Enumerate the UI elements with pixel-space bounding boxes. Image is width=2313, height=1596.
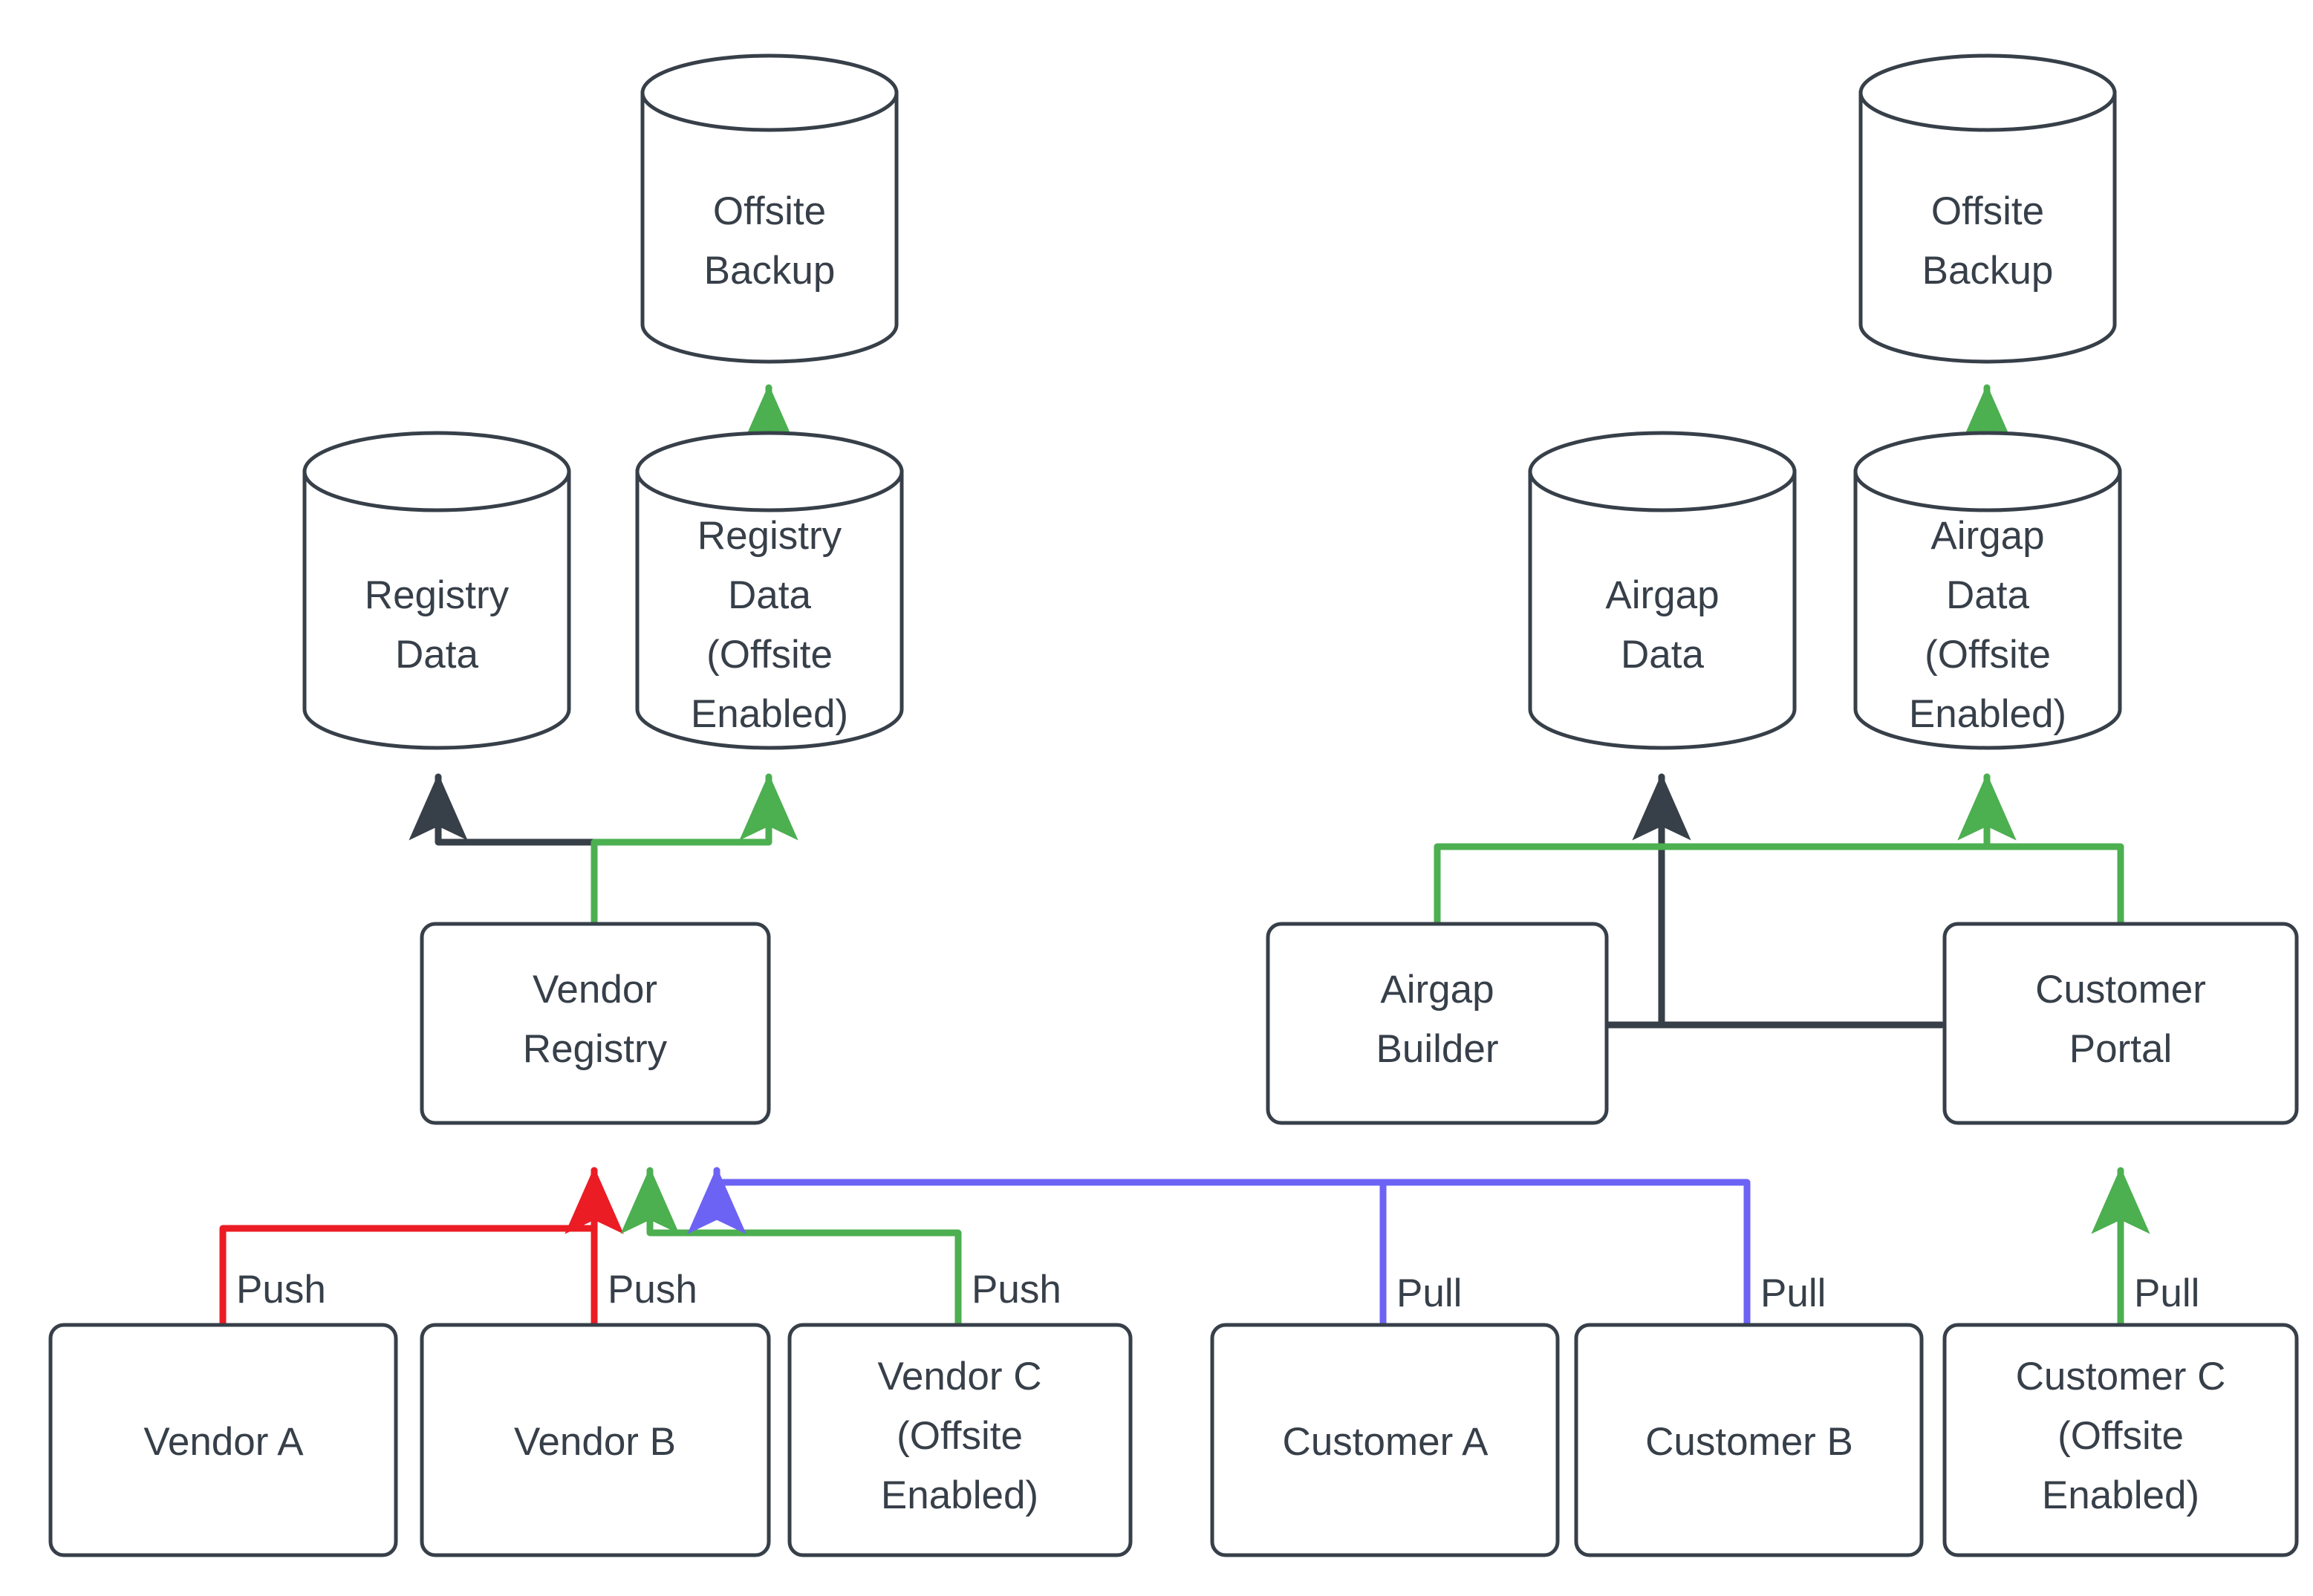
node-label: Data (395, 633, 478, 677)
edge-airgap-builder-to-airgap-data-offsite (1434, 773, 2017, 928)
edge-label-vendor-c-push: Push (972, 1268, 1061, 1312)
node-customer-a[interactable]: Customer A (1210, 1323, 1560, 1557)
edge-label-customer-c-pull: Pull (2134, 1271, 2199, 1315)
edge-label-vendor-a-push: Push (236, 1268, 326, 1312)
node-label: (Offsite (897, 1414, 1023, 1458)
node-label: Vendor (533, 968, 657, 1012)
edge-label-customer-a-pull: Pull (1396, 1271, 1462, 1315)
node-label: Builder (1376, 1027, 1499, 1071)
node-label: Data (1946, 573, 2029, 617)
node-registry-data[interactable]: Registry Data (302, 431, 571, 750)
node-vendor-b[interactable]: Vendor B (420, 1323, 771, 1557)
node-customer-portal[interactable]: Customer Portal (1942, 922, 2299, 1125)
node-offsite-backup-left[interactable]: Offsite Backup (640, 53, 899, 364)
node-label: Offsite (713, 189, 826, 233)
node-label: Backup (704, 249, 836, 293)
node-label: Vendor C (878, 1355, 1042, 1398)
node-label: Enabled) (881, 1473, 1038, 1517)
edge-customer-portal-to-airgap-data-offsite (1957, 773, 2124, 928)
node-label: Enabled) (691, 692, 848, 736)
node-vendor-registry[interactable]: Vendor Registry (420, 922, 771, 1125)
node-customer-c[interactable]: Customer C (Offsite Enabled) (1942, 1323, 2299, 1557)
node-label: Airgap (1605, 573, 1719, 617)
node-vendor-a[interactable]: Vendor A (48, 1323, 398, 1557)
node-label: Registry (365, 573, 510, 617)
node-label: Vendor B (514, 1420, 676, 1464)
edge-customer-b-to-vendor-registry (687, 1167, 1751, 1329)
node-label: Customer B (1645, 1420, 1853, 1464)
node-customer-b[interactable]: Customer B (1574, 1323, 1924, 1557)
node-label: Data (1621, 633, 1704, 677)
node-label: (Offsite (1925, 633, 2051, 677)
node-label: Customer C (2016, 1355, 2226, 1398)
node-label: Enabled) (2042, 1473, 2199, 1517)
node-label: (Offsite (2057, 1414, 2184, 1458)
node-label: Enabled) (1909, 692, 2066, 736)
edge-label-customer-b-pull: Pull (1760, 1271, 1826, 1315)
node-label: Customer A (1283, 1420, 1489, 1464)
node-airgap-data[interactable]: Airgap Data (1528, 431, 1797, 750)
node-airgap-data-offsite[interactable]: Airgap Data (Offsite Enabled) (1853, 431, 2122, 750)
edge-vendor-registry-to-registry-data-offsite (591, 773, 798, 928)
node-label: (Offsite (706, 633, 833, 677)
node-airgap-builder[interactable]: Airgap Builder (1266, 922, 1609, 1125)
node-vendor-c[interactable]: Vendor C (Offsite Enabled) (787, 1323, 1133, 1557)
node-offsite-backup-right[interactable]: Offsite Backup (1858, 53, 2117, 364)
node-label: Vendor A (143, 1420, 304, 1464)
node-label: Data (728, 573, 811, 617)
node-label: Backup (1922, 249, 2054, 293)
node-label: Airgap (1380, 968, 1494, 1012)
edge-vendor-registry-to-registry-data (409, 773, 598, 928)
edge-vendor-c-to-vendor-registry (620, 1167, 962, 1329)
node-registry-data-offsite[interactable]: Registry Data (Offsite Enabled) (635, 431, 904, 750)
node-label: Airgap (1930, 514, 2044, 558)
edge-customer-portal-to-airgap-data (1632, 773, 1945, 1029)
node-label: Registry (523, 1027, 668, 1071)
node-label: Portal (2069, 1027, 2172, 1071)
node-label: Registry (697, 514, 842, 558)
node-label: Customer (2035, 968, 2206, 1012)
node-label: Offsite (1931, 189, 2044, 233)
edge-label-vendor-b-push: Push (608, 1268, 697, 1312)
